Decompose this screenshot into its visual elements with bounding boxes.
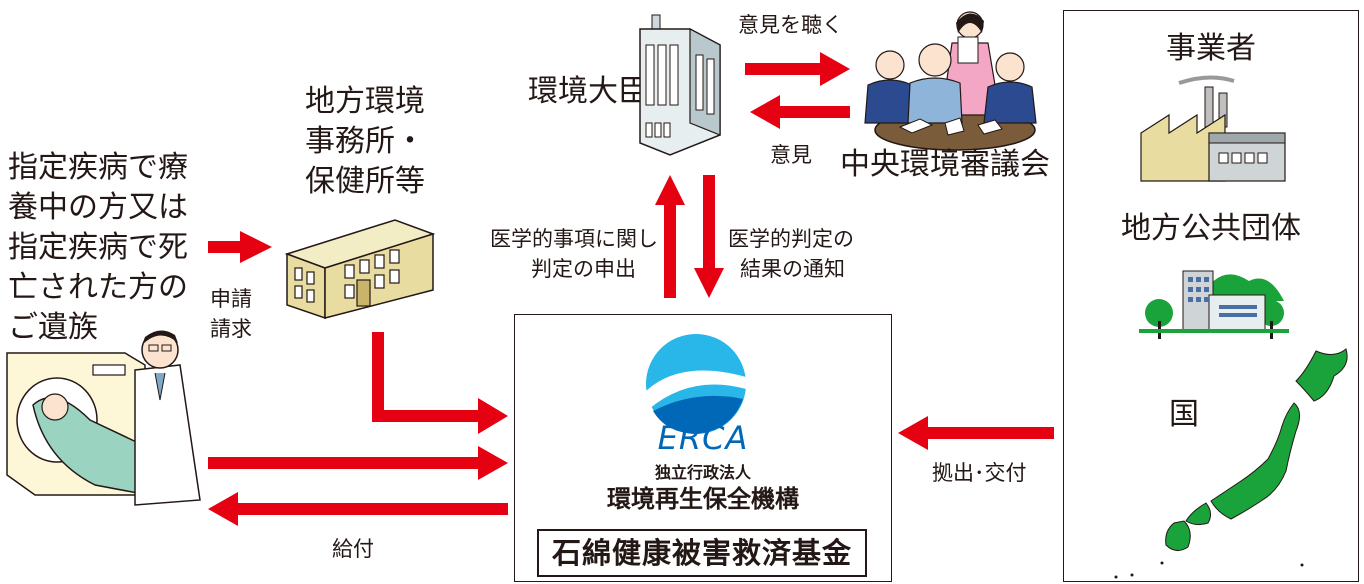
applicant-label: 指定疾病で療 養中の方又は 指定疾病で死 亡された方の ご遺族 — [8, 148, 188, 348]
applicant-line3: 指定疾病で死 — [8, 230, 188, 265]
ask-opinion-arrow — [745, 52, 850, 86]
office-building-icon — [284, 219, 436, 320]
office-line1: 地方環境 — [305, 84, 425, 119]
ask-opinion-label: 意見を聴く — [738, 13, 843, 37]
opinion-label: 意見 — [770, 143, 812, 167]
japan-map-icon — [1114, 348, 1348, 579]
contributors-box: 事業者 地方公共団体 国 — [1063, 10, 1359, 582]
ministry-building-icon — [639, 14, 721, 156]
city-hall-icon — [1139, 270, 1289, 339]
notify-line1: 医学的判定の — [728, 227, 854, 251]
payment-label: 給付 — [332, 537, 374, 561]
erca-abbr: ERCA — [657, 419, 749, 457]
fund-name: 石綿健康被害救済基金 — [537, 529, 867, 577]
applicant-line2: 養中の方又は — [8, 190, 188, 225]
contribution-label: 拠出･交付 — [932, 461, 1027, 485]
opinion-arrow — [750, 95, 850, 129]
notify-arrow — [694, 175, 724, 298]
erca-box: ERCA 独立行政法人 環境再生保全機構 石綿健康被害救済基金 — [514, 314, 892, 582]
applicant-line5: ご遺族 — [8, 310, 98, 345]
local-gov-label: 地方公共団体 — [1121, 211, 1301, 246]
apply-line1: 申請 — [210, 287, 252, 311]
ct-scanner-illustration — [6, 330, 201, 506]
regional-office-label: 地方環境 事務所・ 保健所等 — [305, 82, 425, 202]
erca-name: 環境再生保全機構 — [607, 485, 799, 513]
factory-icon — [1140, 75, 1286, 182]
payment-arrow — [208, 492, 508, 526]
applicant-line1: 指定疾病で療 — [8, 150, 188, 185]
apply-arrow — [208, 231, 272, 263]
apply-label: 申請 請求 — [210, 284, 252, 344]
office-line2: 事務所・ — [305, 124, 425, 159]
notify-line2: 結果の通知 — [740, 257, 845, 281]
minister-label: 環境大臣 — [528, 74, 648, 109]
applicant-to-erca-arrow — [208, 446, 508, 480]
council-meeting-illustration — [864, 11, 1037, 151]
request-arrow — [655, 175, 685, 298]
business-label: 事業者 — [1166, 31, 1256, 66]
request-line1: 医学的事項に関し — [490, 227, 658, 251]
erca-type: 独立行政法人 — [654, 463, 751, 482]
apply-line2: 請求 — [210, 317, 252, 341]
country-label: 国 — [1169, 397, 1199, 432]
request-label: 医学的事項に関し 判定の申出 — [468, 224, 658, 284]
contribution-arrow — [898, 416, 1054, 450]
council-label: 中央環境審議会 — [840, 147, 1050, 182]
office-to-erca-arrow — [372, 332, 508, 434]
request-line2: 判定の申出 — [531, 257, 636, 281]
applicant-line4: 亡された方の — [8, 270, 188, 305]
office-line3: 保健所等 — [305, 164, 425, 199]
erca-logo-icon — [646, 334, 746, 434]
notify-label: 医学的判定の 結果の通知 — [728, 224, 854, 284]
